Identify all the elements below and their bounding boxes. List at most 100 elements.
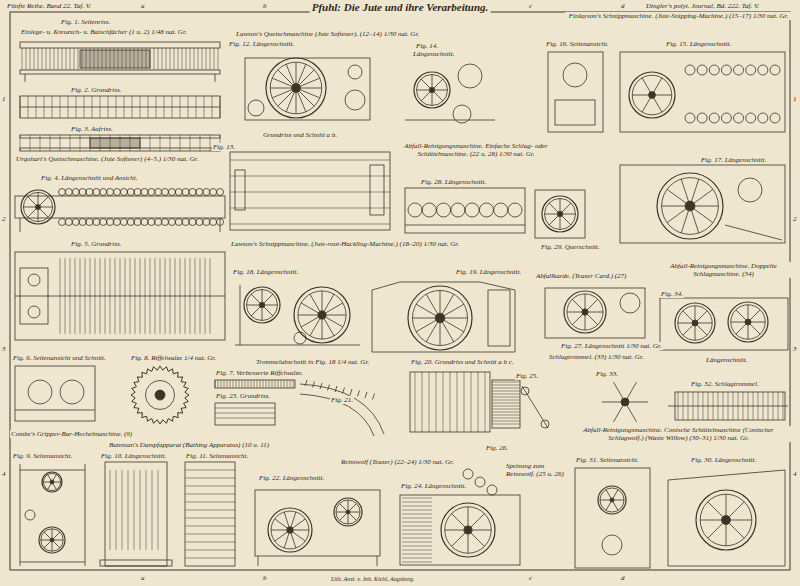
machine-line bbox=[40, 135, 41, 151]
machine-title: Abfallkarde. (Teaser Card.) (27) bbox=[535, 272, 627, 280]
machine-frame bbox=[230, 152, 390, 230]
machine-line bbox=[492, 424, 520, 425]
machine-line bbox=[560, 217, 561, 230]
roller bbox=[120, 219, 127, 226]
roller bbox=[148, 219, 155, 226]
machine-line bbox=[326, 303, 343, 313]
machine-line bbox=[291, 512, 296, 527]
machine-frame bbox=[15, 252, 225, 340]
machine-frame bbox=[548, 52, 603, 132]
machine-line bbox=[642, 78, 650, 92]
roller bbox=[21, 190, 55, 224]
fig-17-snipping bbox=[620, 165, 785, 243]
machine-line bbox=[230, 192, 390, 193]
machine-line bbox=[40, 197, 49, 206]
machine-line bbox=[600, 500, 610, 501]
roller bbox=[127, 189, 134, 196]
roller bbox=[271, 511, 309, 549]
machine-frame bbox=[80, 50, 150, 68]
plate-title: Pfuhl: Die Jute und ihre Verarbeitung. bbox=[310, 1, 491, 13]
machine-line bbox=[25, 74, 26, 82]
roller bbox=[582, 309, 588, 315]
machine-line bbox=[38, 210, 39, 222]
roller bbox=[113, 219, 120, 226]
figure-caption: Fig. 15. Längenschnitt. bbox=[665, 40, 732, 48]
roller bbox=[210, 189, 217, 196]
machine-line bbox=[343, 388, 345, 394]
machine-line bbox=[339, 513, 346, 520]
roller bbox=[141, 219, 148, 226]
roller bbox=[107, 219, 114, 226]
roller bbox=[203, 219, 210, 226]
machine-line bbox=[42, 48, 43, 70]
roller bbox=[155, 390, 165, 400]
machine-line bbox=[140, 470, 141, 550]
machine-line bbox=[435, 90, 448, 91]
machine-line bbox=[178, 48, 179, 70]
roller bbox=[134, 189, 141, 196]
machine-line bbox=[560, 199, 561, 212]
machine-line bbox=[432, 93, 433, 106]
machine-line bbox=[26, 48, 27, 70]
gear-outline bbox=[131, 366, 189, 424]
figure-caption: Fig. 14. bbox=[415, 42, 439, 50]
machine-line bbox=[313, 382, 315, 388]
machine-line bbox=[328, 385, 330, 391]
machine-line bbox=[402, 498, 432, 499]
machine-line bbox=[215, 74, 216, 82]
figure-caption: Trommelabschnitt in Fig. 18 1/4 nat. Gr. bbox=[255, 358, 370, 366]
machine-frame bbox=[15, 366, 95, 421]
machine-line bbox=[70, 48, 71, 70]
machine-line bbox=[278, 70, 293, 85]
figure-caption: Fig. 19. Längenschnitt. bbox=[455, 268, 522, 276]
machine-line bbox=[70, 135, 71, 151]
machine-line bbox=[642, 98, 650, 112]
plate-border bbox=[10, 12, 790, 570]
machine-line bbox=[402, 550, 432, 551]
machine-line bbox=[492, 385, 520, 386]
machine-line bbox=[263, 380, 264, 388]
roller bbox=[458, 64, 482, 88]
machine-line bbox=[286, 92, 294, 112]
machine-frame bbox=[215, 403, 275, 425]
figure-caption: Fig. 6. Seitenansicht und Schnitt. bbox=[12, 354, 107, 362]
machine-line bbox=[185, 494, 235, 495]
machine-line bbox=[247, 305, 260, 306]
roller bbox=[162, 219, 169, 226]
machine-frame bbox=[20, 96, 220, 118]
machine-line bbox=[284, 380, 285, 388]
machine-line bbox=[695, 206, 718, 207]
machine-line bbox=[220, 218, 221, 232]
grid-number: 2 bbox=[1, 215, 7, 223]
roller bbox=[521, 387, 529, 395]
machine-line bbox=[492, 394, 520, 395]
machine-line bbox=[298, 64, 306, 84]
roller bbox=[709, 65, 719, 75]
machine-line bbox=[284, 533, 289, 548]
figure-caption: Fig. 32. Schlagtrommel. bbox=[690, 380, 760, 388]
machine-line bbox=[230, 176, 390, 177]
figure-caption: Fig. 31. Seitenansicht. bbox=[575, 456, 640, 464]
machine-title: Urquhart's Quetschmaschine. (Jute Soften… bbox=[15, 155, 227, 163]
grid-number: 3 bbox=[1, 345, 7, 353]
roller bbox=[268, 508, 312, 552]
machine-line bbox=[562, 203, 571, 212]
machine-line bbox=[215, 408, 275, 409]
machine-line bbox=[415, 372, 416, 432]
roller bbox=[23, 192, 52, 221]
machine-line bbox=[402, 534, 432, 535]
machine-line bbox=[320, 383, 322, 389]
roller bbox=[734, 113, 744, 123]
roller bbox=[247, 290, 278, 321]
fig-9-hackling bbox=[20, 464, 85, 566]
roller bbox=[120, 189, 127, 196]
machine-line bbox=[681, 179, 688, 201]
machine-line bbox=[549, 216, 558, 225]
machine-line bbox=[221, 380, 222, 388]
machine-line bbox=[134, 470, 135, 550]
machine-line bbox=[284, 512, 289, 527]
machine-line bbox=[471, 372, 472, 432]
machine-frame bbox=[660, 298, 788, 350]
cone-housing bbox=[668, 470, 785, 566]
machine-line bbox=[736, 310, 746, 320]
